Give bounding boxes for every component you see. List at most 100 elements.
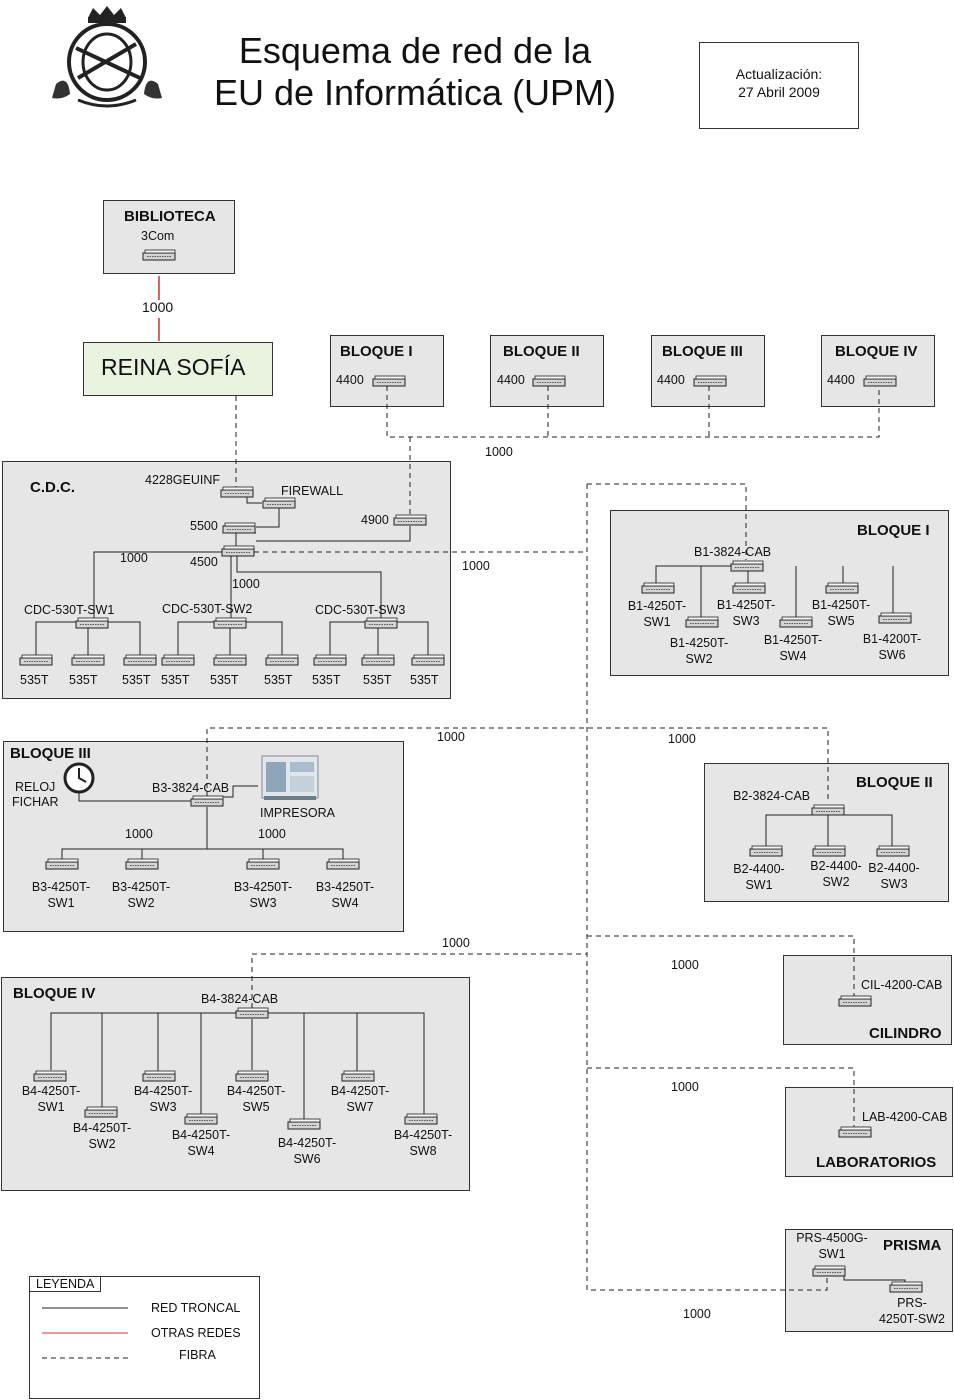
b4-label: BLOQUE IV [13,985,96,1002]
fiber-link-b3: 1000 [437,730,465,744]
clock-icon [63,762,95,794]
b2-sw1-label: B2-4400-SW1 [733,862,785,892]
b3-sw4-label: B3-4250T-SW4 [315,880,375,910]
cdc-link-mid: 1000 [232,577,260,591]
top-bloque-iv-label: BLOQUE IV [835,343,918,360]
upm-logo [48,4,166,112]
cdc-sw1-label: CDC-530T-SW1 [24,603,115,617]
fiber-link-lab: 1000 [671,1080,699,1094]
b4-sw6-label: B4-4250T-SW6 [277,1136,337,1166]
prisma-label: PRISMA [883,1237,942,1254]
impresora-label: IMPRESORA [260,806,336,820]
top-bloque-iv-device: 4400 [827,373,855,387]
cdc-4900-label: 4900 [361,513,389,527]
fiber-link-b4: 1000 [442,936,470,950]
leaf-label: 535T [20,673,49,687]
b1-sw3-label: B1-4250T-SW3 [716,598,776,628]
leaf-label: 535T [312,673,341,687]
legend-fibra: FIBRA [179,1348,216,1362]
cdc-link-left: 1000 [120,551,148,565]
biblioteca-device-label: 3Com [141,229,175,243]
cdc-5500-label: 5500 [190,519,218,533]
prs-sw1-label: PRS-4500G-SW1 [796,1231,868,1261]
b4-sw5-label: B4-4250T-SW5 [226,1084,286,1114]
cdc-label: C.D.C. [30,479,75,496]
b3-sw3-label: B3-4250T-SW3 [233,880,293,910]
cdc-sw2-label: CDC-530T-SW2 [162,602,253,616]
title-line-2: EU de Informática (UPM) [213,72,617,113]
prs-sw2-label: PRS-4250T-SW2 [878,1296,945,1326]
b4-sw4-label: B4-4250T-SW4 [171,1128,231,1158]
b3-cab-label: B3-3824-CAB [152,781,230,795]
fiber-link-b2: 1000 [668,732,696,746]
leaf-label: 535T [410,673,439,687]
b3-link-b: 1000 [258,827,286,841]
b2-sw3-label: B2-4400-SW3 [868,861,920,891]
b3-link-a: 1000 [125,827,153,841]
top-bloque-iii-label: BLOQUE III [662,343,743,360]
b3-label: BLOQUE III [10,745,91,762]
b2-box [704,763,949,902]
top-bloque-i-device: 4400 [336,373,364,387]
biblioteca-label: BIBLIOTECA [124,208,216,225]
leaf-label: 535T [161,673,190,687]
b2-sw2-label: B2-4400-SW2 [810,859,862,889]
title-line-1: Esquema de red de la [238,30,592,71]
cil-cab-label: CIL-4200-CAB [861,978,943,992]
b3-sw2-label: B3-4250T-SW2 [111,880,171,910]
b1-sw4-label: B1-4250T-SW4 [763,633,823,663]
top-bloque-ii-label: BLOQUE II [503,343,580,360]
b4-sw2-label: B4-4250T-SW2 [72,1121,132,1151]
leaf-label: 535T [69,673,98,687]
b2-label: BLOQUE II [856,774,933,791]
b1-sw6-label: B1-4200T-SW6 [862,632,922,662]
b4-sw8-label: B4-4250T-SW8 [393,1128,453,1158]
cdc-link-out: 1000 [462,559,490,573]
top-bloque-ii-box [490,335,604,407]
leaf-label: 535T [122,673,151,687]
printer-icon [258,752,322,802]
cdc-firewall-label: FIREWALL [281,484,344,498]
reina-sofia-box [83,342,273,396]
cdc-4500-label: 4500 [190,555,218,569]
cdc-sw3-label: CDC-530T-SW3 [315,603,406,617]
legend-title: LEYENDA [30,1277,102,1292]
b4-cab-label: B4-3824-CAB [201,992,279,1006]
cdc-geuinf-label: 4228GEUINF [145,473,221,487]
fiber-link-prs: 1000 [683,1307,711,1321]
b4-sw7-label: B4-4250T-SW7 [330,1084,390,1114]
b4-sw1-label: B4-4250T-SW1 [21,1084,81,1114]
fiber-link-cil: 1000 [671,958,699,972]
update-box: Actualización: 27 Abril 2009 [699,42,859,129]
legend-red-troncal: RED TRONCAL [151,1301,241,1315]
biblioteca-box [103,200,235,274]
reina-sofia-label: REINA SOFÍA [101,354,246,380]
laboratorios-label: LABORATORIOS [816,1154,937,1171]
update-label: Actualización: [735,66,823,82]
b4-sw3-label: B4-4250T-SW3 [133,1084,193,1114]
legend-otras-redes: OTRAS REDES [151,1326,241,1340]
leaf-label: 535T [264,673,293,687]
b1-sw1-label: B1-4250T-SW1 [627,599,687,629]
b1-label: BLOQUE I [857,522,930,539]
top-bloque-iii-device: 4400 [657,373,685,387]
update-date: 27 Abril 2009 [738,84,820,100]
top-bloque-i-label: BLOQUE I [340,343,413,360]
b3-sw1-label: B3-4250T-SW1 [31,880,91,910]
biblioteca-link-label: 1000 [142,299,174,315]
b1-sw5-label: B1-4250T-SW5 [811,598,871,628]
top-link-label: 1000 [485,445,513,459]
page-title: Esquema de red de la EU de Informática (… [170,30,660,114]
top-bloque-ii-device: 4400 [497,373,525,387]
legend: LEYENDA RED TRONCAL OTRAS REDES FIBRA [29,1276,260,1399]
leaf-label: 535T [363,673,392,687]
b2-cab-label: B2-3824-CAB [733,789,811,803]
b1-cab-label: B1-3824-CAB [694,545,772,559]
top-bloque-iv-box [821,335,935,407]
lab-cab-label: LAB-4200-CAB [862,1110,948,1124]
leaf-label: 535T [210,673,239,687]
top-bloque-iii-box [651,335,765,407]
b1-sw2-label: B1-4250T-SW2 [669,636,729,666]
